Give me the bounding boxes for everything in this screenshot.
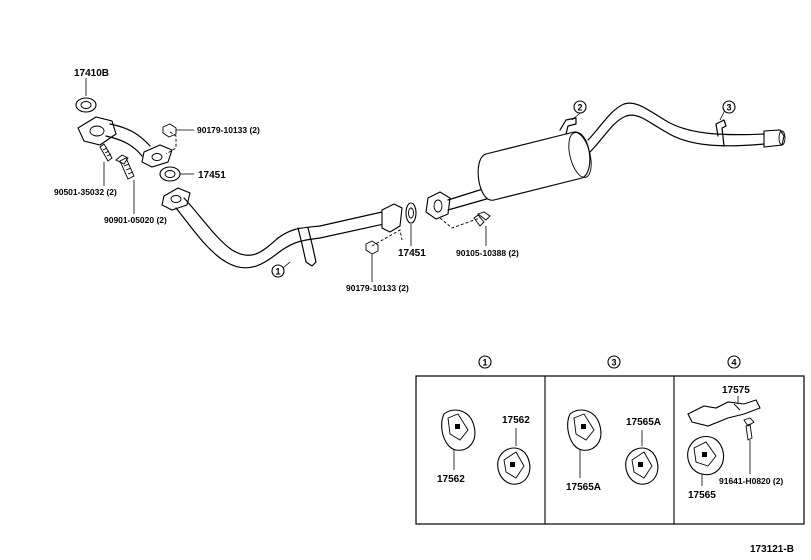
front-flange bbox=[77, 116, 117, 146]
front-flange-hole bbox=[89, 125, 105, 137]
svg-text:2: 2 bbox=[577, 103, 582, 113]
svg-text:4: 4 bbox=[731, 358, 736, 368]
pipe-1-lower-edge bbox=[175, 207, 385, 269]
part-labels: 17410B 90179-10133 (2) 17451 90501-35032… bbox=[54, 68, 519, 293]
label-inset4-hanger: 17565 bbox=[688, 490, 716, 501]
label-inset1-b: 17562 bbox=[502, 415, 530, 426]
bracket-17575 bbox=[687, 399, 761, 427]
bolt-91641 bbox=[743, 417, 755, 441]
bolt-right-dashed bbox=[439, 217, 481, 229]
rubber-hanger-17565a-b bbox=[625, 447, 659, 485]
inset-frame bbox=[415, 375, 805, 525]
label-inset1-a: 17562 bbox=[437, 474, 465, 485]
svg-text:3: 3 bbox=[611, 358, 616, 368]
label-bolt-top-right: 90179-10133 (2) bbox=[197, 125, 260, 135]
inset-header-3: 3 bbox=[607, 355, 621, 369]
label-inset3-b: 17565A bbox=[626, 417, 661, 428]
label-bolt-mid: 90179-10133 (2) bbox=[346, 283, 409, 293]
label-bolt-right: 90105-10388 (2) bbox=[456, 248, 519, 258]
muffler-inlet-flange-hole bbox=[433, 199, 443, 213]
svg-text:3: 3 bbox=[726, 103, 731, 113]
callout-3: 3 bbox=[722, 100, 736, 114]
front-pipe-assembly bbox=[75, 97, 403, 269]
callout-2: 2 bbox=[573, 100, 587, 114]
inset-panel: 1 3 4 17562 17562 bbox=[415, 355, 805, 525]
label-stud-left: 90501-35032 (2) bbox=[54, 187, 117, 197]
mid-section bbox=[365, 187, 491, 255]
bolt-right bbox=[473, 211, 491, 227]
bolt-mid-head bbox=[365, 240, 379, 255]
second-flange bbox=[141, 144, 173, 168]
muffler-body bbox=[477, 131, 591, 201]
tail-pipe-upper bbox=[587, 102, 765, 141]
label-gasket-17410b: 17410B bbox=[74, 68, 109, 79]
gasket-17451-mid-inner bbox=[408, 207, 414, 219]
tail-pipe-lower bbox=[589, 114, 765, 153]
label-bolt-left: 90901-05020 (2) bbox=[104, 215, 167, 225]
rubber-hanger-17562-a bbox=[441, 409, 476, 451]
bolt-mid-dashed bbox=[371, 229, 403, 247]
second-flange-hole bbox=[151, 153, 163, 161]
svg-text:1: 1 bbox=[275, 267, 280, 277]
main-callouts: 1 2 3 bbox=[271, 100, 736, 278]
label-gasket-17451-left: 17451 bbox=[198, 170, 226, 181]
gasket-17451-left-inner bbox=[164, 170, 176, 178]
label-inset4-bolt: 91641-H0820 (2) bbox=[719, 476, 783, 486]
muffler-assembly bbox=[477, 102, 786, 201]
pipe-1-hanger bbox=[297, 227, 317, 267]
diagram-code: 173121-B bbox=[750, 544, 794, 555]
bolt-left bbox=[115, 154, 135, 180]
muffler-end bbox=[568, 132, 592, 178]
third-flange bbox=[161, 187, 191, 211]
pipe-1-upper-edge bbox=[183, 197, 383, 256]
label-gasket-17451-mid: 17451 bbox=[398, 248, 426, 259]
gasket-17451-mid bbox=[405, 202, 417, 224]
rubber-hanger-17565 bbox=[687, 435, 724, 476]
gasket-17451-left bbox=[159, 166, 181, 182]
rubber-hanger-17562-b bbox=[497, 447, 531, 485]
third-flange-hole bbox=[170, 195, 182, 203]
tailpipe-tip-opening bbox=[778, 130, 786, 146]
bolt-top-head bbox=[162, 123, 177, 138]
label-inset3-a: 17565A bbox=[566, 482, 601, 493]
mid-flange bbox=[381, 203, 403, 233]
callout-1: 1 bbox=[271, 264, 285, 278]
muffler-hanger bbox=[559, 117, 577, 135]
gasket-17410b-inner bbox=[80, 101, 92, 109]
rubber-hanger-17565a-a bbox=[567, 409, 602, 451]
muffler-inlet-flange bbox=[425, 191, 451, 220]
svg-text:1: 1 bbox=[482, 358, 487, 368]
front-pipe-upper bbox=[105, 123, 151, 157]
bolt-top-dashed bbox=[165, 131, 177, 155]
stud-left bbox=[99, 143, 113, 162]
leader-lines bbox=[85, 78, 727, 282]
inset-header-1: 1 bbox=[478, 355, 492, 369]
tail-hanger bbox=[715, 119, 727, 147]
muffler-inlet-pipe bbox=[447, 187, 491, 211]
label-inset4-bracket: 17575 bbox=[722, 385, 750, 396]
gasket-17410b bbox=[75, 97, 97, 113]
inset-header-4: 4 bbox=[727, 355, 741, 369]
